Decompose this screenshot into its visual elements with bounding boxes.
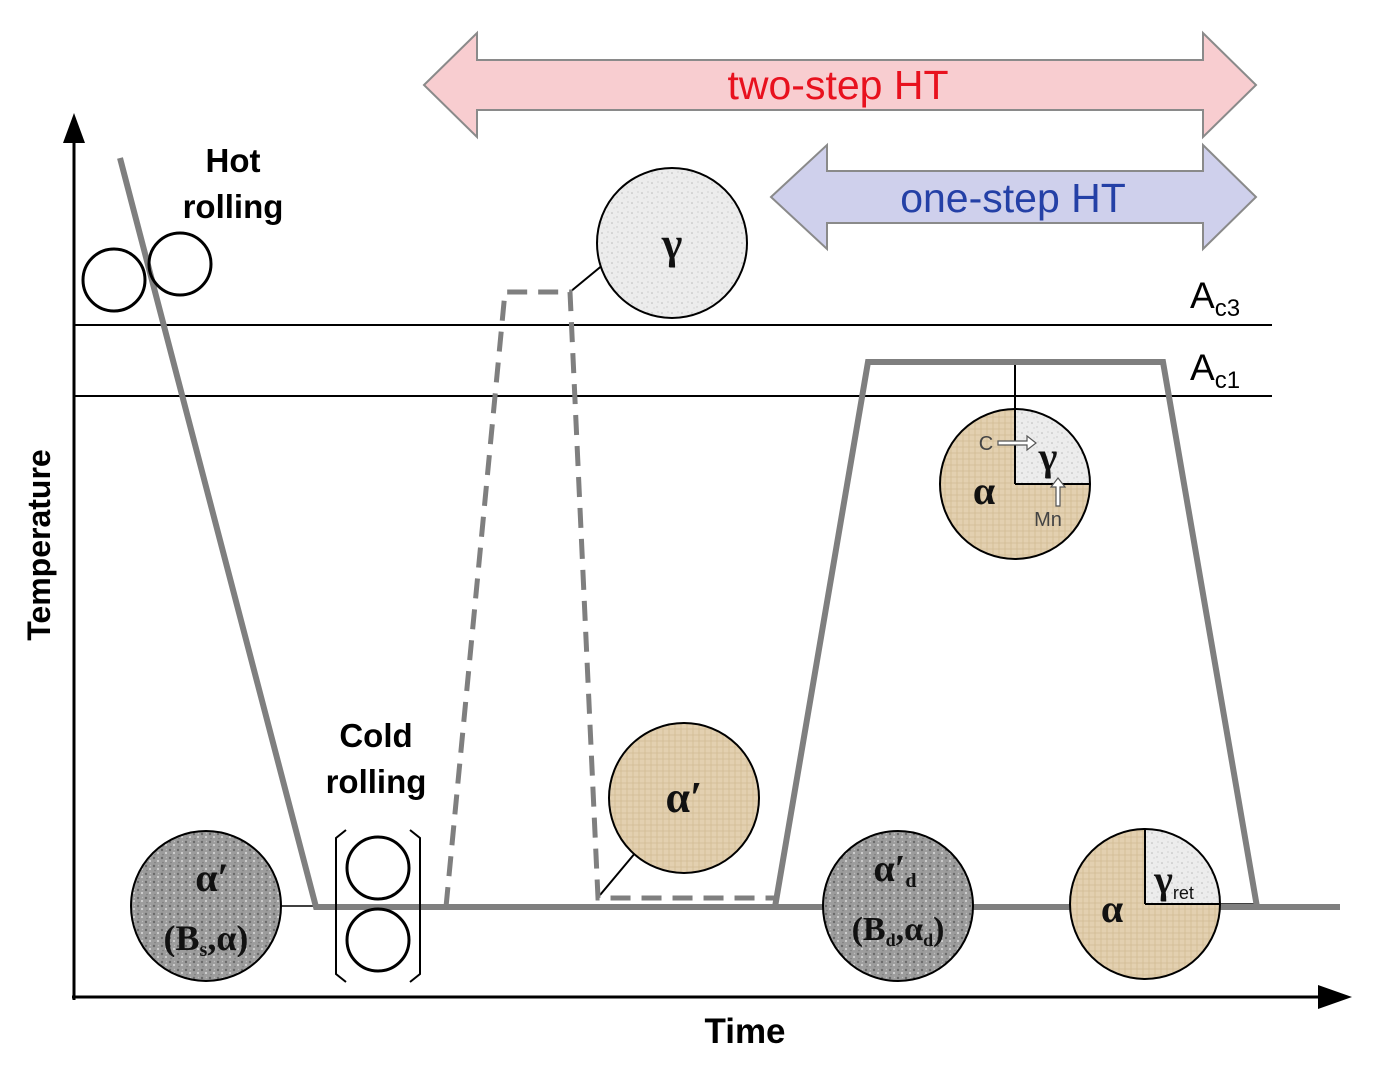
- initial-phase-line-1: α′: [195, 855, 229, 900]
- cold-rolling-label-2: rolling: [326, 763, 427, 800]
- two-step-arrow-shape: [422, 30, 1258, 140]
- microstructure-deformed: α′d (Bd,αd): [822, 830, 974, 982]
- ac1-main: A: [1190, 347, 1215, 388]
- final-ret: ret: [1173, 883, 1194, 903]
- martensite-circle: [608, 722, 760, 874]
- hot-roller-right-icon: [147, 231, 213, 297]
- process-path: [117, 157, 1340, 910]
- deformed-b: (B: [852, 911, 886, 948]
- cold-roller-top-icon: [345, 835, 411, 901]
- y-axis-arrowhead: [63, 113, 85, 143]
- deformed-alpha2-sub: d: [923, 930, 933, 950]
- cold-roller-bracket-right: [409, 829, 421, 983]
- hot-rolling: Hot rolling: [81, 142, 284, 313]
- one-step-ht-label: one-step HT: [900, 175, 1126, 221]
- deformed-alpha-sub: d: [905, 870, 916, 892]
- hot-rolling-label-2: rolling: [183, 188, 284, 225]
- ac3-sub: c3: [1215, 295, 1240, 322]
- deformed-circle: [822, 830, 974, 982]
- two-step-ht-arrow: two-step HT: [422, 30, 1258, 140]
- microstructure-austenite: γ: [596, 167, 748, 319]
- y-axis-label: Temperature: [21, 449, 57, 640]
- martensite-label: α′: [666, 773, 703, 822]
- manganese-label: Mn: [1034, 509, 1062, 531]
- microstructure-final: α γret: [1069, 828, 1221, 980]
- cold-rolling-label-1: Cold: [339, 717, 412, 754]
- ac1-sub: c1: [1215, 367, 1240, 394]
- deformed-line-1: α′d: [873, 848, 916, 892]
- austenite-label: γ: [661, 219, 683, 268]
- hot-rolling-label-1: Hot: [206, 142, 261, 179]
- deformed-alpha: α′: [873, 848, 905, 890]
- final-gamma-label: γret: [1153, 857, 1194, 903]
- austenitization-dashed-path: [443, 289, 775, 908]
- microstructure-initial: α′ (Bs,α): [130, 830, 282, 982]
- one-step-ht-path: [772, 359, 1260, 908]
- one-step-arrow-shape: [769, 142, 1258, 252]
- microstructure-intercritical: α γ C Mn: [939, 408, 1091, 560]
- connector-gamma: [569, 263, 605, 293]
- ac3-label: Ac3: [1190, 275, 1240, 322]
- carbon-label: C: [979, 433, 993, 455]
- microstructure-martensite: α′: [608, 722, 760, 874]
- carbon-arrow-icon: [997, 434, 1037, 452]
- intercritical-alpha-label: α: [973, 468, 995, 513]
- one-step-ht-arrow: one-step HT: [769, 142, 1258, 252]
- deformed-close: ): [933, 911, 944, 948]
- manganese-arrow-icon: [1049, 477, 1067, 507]
- ac3-main: A: [1190, 275, 1215, 316]
- initial-rest: ,α): [207, 918, 248, 958]
- x-axis-label: Time: [704, 1012, 785, 1051]
- hot-rolling-cooling-path: [117, 157, 1340, 910]
- deformed-line-2: (Bd,αd): [852, 911, 945, 950]
- final-gamma: γ: [1153, 857, 1173, 902]
- initial-b: (B: [164, 918, 200, 958]
- axes: Time Temperature: [21, 113, 1352, 1051]
- connector-martensite: [599, 851, 637, 896]
- initial-phase-line-2: (Bs,α): [164, 918, 249, 961]
- cold-roller-bottom-icon: [345, 907, 411, 973]
- cold-rolling: Cold rolling: [326, 717, 427, 983]
- hot-roller-left-icon: [81, 247, 147, 313]
- austenite-circle: [596, 167, 748, 319]
- initial-b-sub: s: [200, 939, 208, 961]
- ac1-label: Ac1: [1190, 347, 1240, 394]
- final-alpha-label: α: [1101, 886, 1123, 931]
- initial-microstructure-circle: [130, 830, 282, 982]
- cold-roller-bracket-left: [335, 829, 347, 983]
- deformed-b-sub: d: [886, 930, 896, 950]
- critical-lines: Ac3 Ac1: [74, 275, 1272, 397]
- deformed-alpha2: ,α: [896, 911, 924, 948]
- two-step-ht-label: two-step HT: [728, 62, 949, 108]
- x-axis-arrowhead: [1318, 985, 1352, 1009]
- intercritical-gamma-label: γ: [1038, 434, 1058, 479]
